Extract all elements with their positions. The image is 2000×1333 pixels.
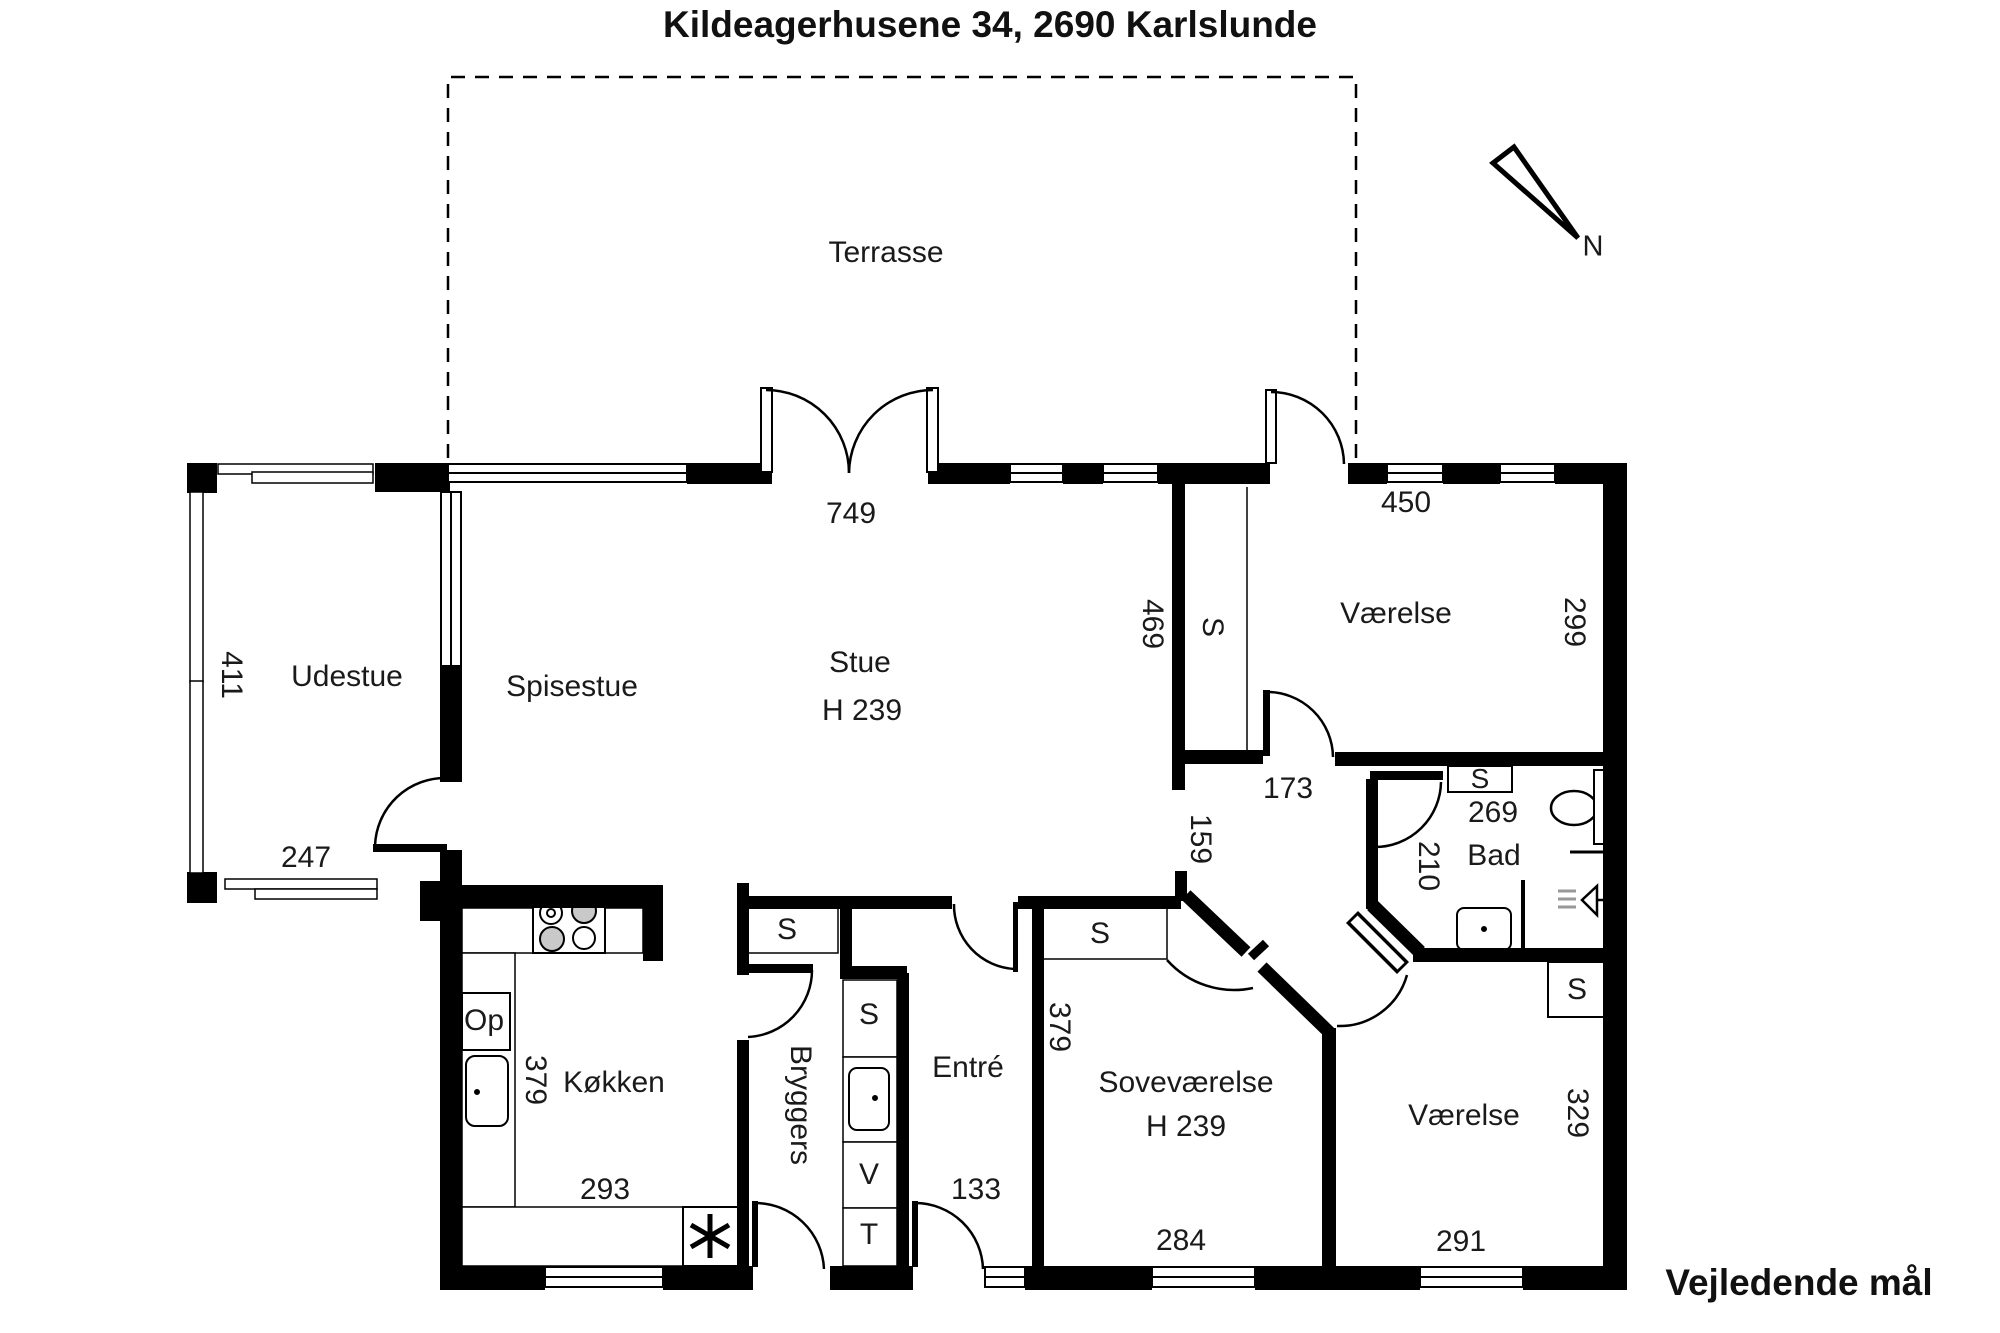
terrace-label: Terrasse	[828, 236, 944, 269]
dim-koekken-width: 293	[579, 1173, 631, 1206]
room-label-sovevaerelse: Soveværelse	[1098, 1066, 1274, 1099]
room-label-vaerelse-ne: Værelse	[1340, 597, 1452, 630]
walls	[187, 463, 1627, 1290]
dryer-label: T	[859, 1218, 879, 1251]
closet-box-utility	[842, 979, 898, 1058]
dim-vaerelse-ne-top: 450	[1380, 486, 1432, 519]
fixtures	[461, 487, 1607, 1267]
closet-label-vaerelse-se: S	[1566, 973, 1588, 1006]
fridge-asterisk-icon	[689, 1214, 731, 1258]
north-arrow-icon	[1489, 143, 1581, 240]
page-title: Kildeagerhusene 34, 2690 Karlslunde	[663, 4, 1317, 45]
washer-label: V	[858, 1158, 880, 1191]
dim-sovevaerelse-width: 284	[1155, 1224, 1207, 1257]
french-door-right-leaf	[926, 387, 939, 473]
dim-vaerelse-ne-depth: 299	[1558, 596, 1591, 648]
dim-stue-right: 469	[1136, 598, 1169, 650]
footer-note: Vejledende mål	[1665, 1262, 1933, 1303]
room-label-bad: Bad	[1467, 839, 1521, 872]
room-label-vaerelse-se: Værelse	[1408, 1099, 1520, 1132]
ceiling-height-sovevaerelse: H 239	[1145, 1110, 1227, 1143]
french-door-left-leaf	[760, 387, 773, 473]
room-label-spisestue: Spisestue	[506, 670, 638, 703]
closet-label-stue: S	[1196, 616, 1229, 638]
utility-sink-icon	[848, 1067, 890, 1131]
dim-bad-depth: 210	[1412, 840, 1445, 892]
kitchen-sink-icon	[465, 1055, 509, 1127]
dim-udestue-width: 247	[280, 841, 332, 874]
closet-box-vaerelse-se	[1547, 961, 1607, 1018]
room-label-udestue: Udestue	[291, 660, 403, 693]
dim-stue-top: 749	[825, 497, 877, 530]
room-label-koekken: Køkken	[563, 1066, 665, 1099]
toilet-icon	[1549, 789, 1599, 827]
closet-label-bad: S	[1470, 763, 1490, 794]
dishwasher-box	[461, 992, 511, 1051]
shower-head-icon	[1580, 883, 1599, 919]
windows	[189, 463, 1556, 1288]
room-label-entre: Entré	[932, 1051, 1004, 1084]
dim-entre-width: 133	[950, 1173, 1002, 1206]
room-label-stue: Stue	[829, 646, 891, 679]
dim-udestue-depth: 411	[215, 651, 248, 699]
dim-hall-opening: 159	[1184, 813, 1217, 865]
diagonal-walls	[1181, 890, 1425, 1038]
closet-label-sovevaerelse: S	[1089, 917, 1111, 950]
ceiling-height-stue: H 239	[821, 694, 903, 727]
door-swing-arcs	[373, 388, 1443, 1270]
dryer-box	[842, 1207, 898, 1267]
dim-koekken-depth: 379	[519, 1054, 552, 1106]
dim-hall-width: 173	[1262, 772, 1314, 805]
compass-north-label: N	[1582, 230, 1604, 263]
closet-label-bryggers: S	[776, 913, 798, 946]
terrace-door-leaf	[1265, 389, 1277, 464]
closet-box-bryggers	[746, 906, 839, 954]
shower-spray-lines	[1558, 889, 1576, 909]
doors	[373, 387, 1443, 1270]
room-label-bryggers: Bryggers	[784, 1044, 817, 1166]
dim-vaerelse-se-depth: 329	[1561, 1087, 1594, 1139]
dim-vaerelse-se-width: 291	[1435, 1225, 1487, 1258]
dim-bad-width: 269	[1467, 796, 1519, 829]
closet-label-utility: S	[858, 998, 880, 1031]
dishwasher-label: Op	[463, 1004, 505, 1037]
dim-sovevaerelse-depth: 379	[1043, 1001, 1076, 1053]
